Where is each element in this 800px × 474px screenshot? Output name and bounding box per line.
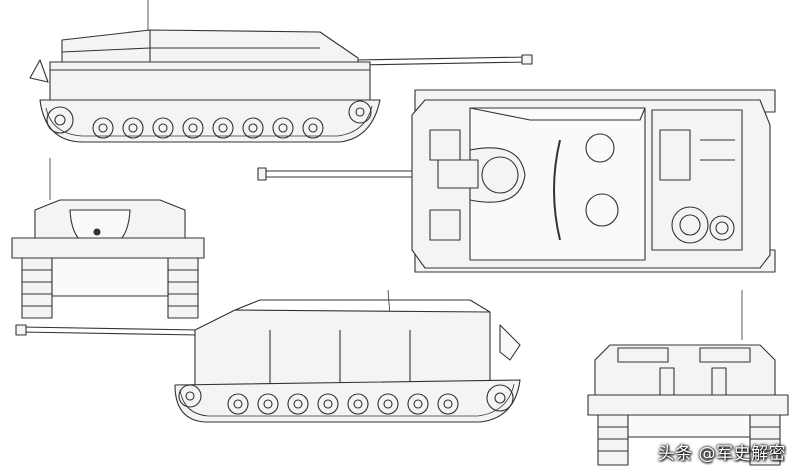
watermark-text: 头条 @军史解密	[657, 444, 786, 464]
front-view	[11, 158, 205, 319]
side-view-right-facing	[15, 289, 521, 423]
rear-view	[587, 290, 789, 466]
side-view-left-facing	[29, 0, 533, 143]
road-wheels-top	[46, 100, 372, 139]
road-wheels-bottom	[178, 384, 514, 415]
top-view	[257, 89, 776, 273]
